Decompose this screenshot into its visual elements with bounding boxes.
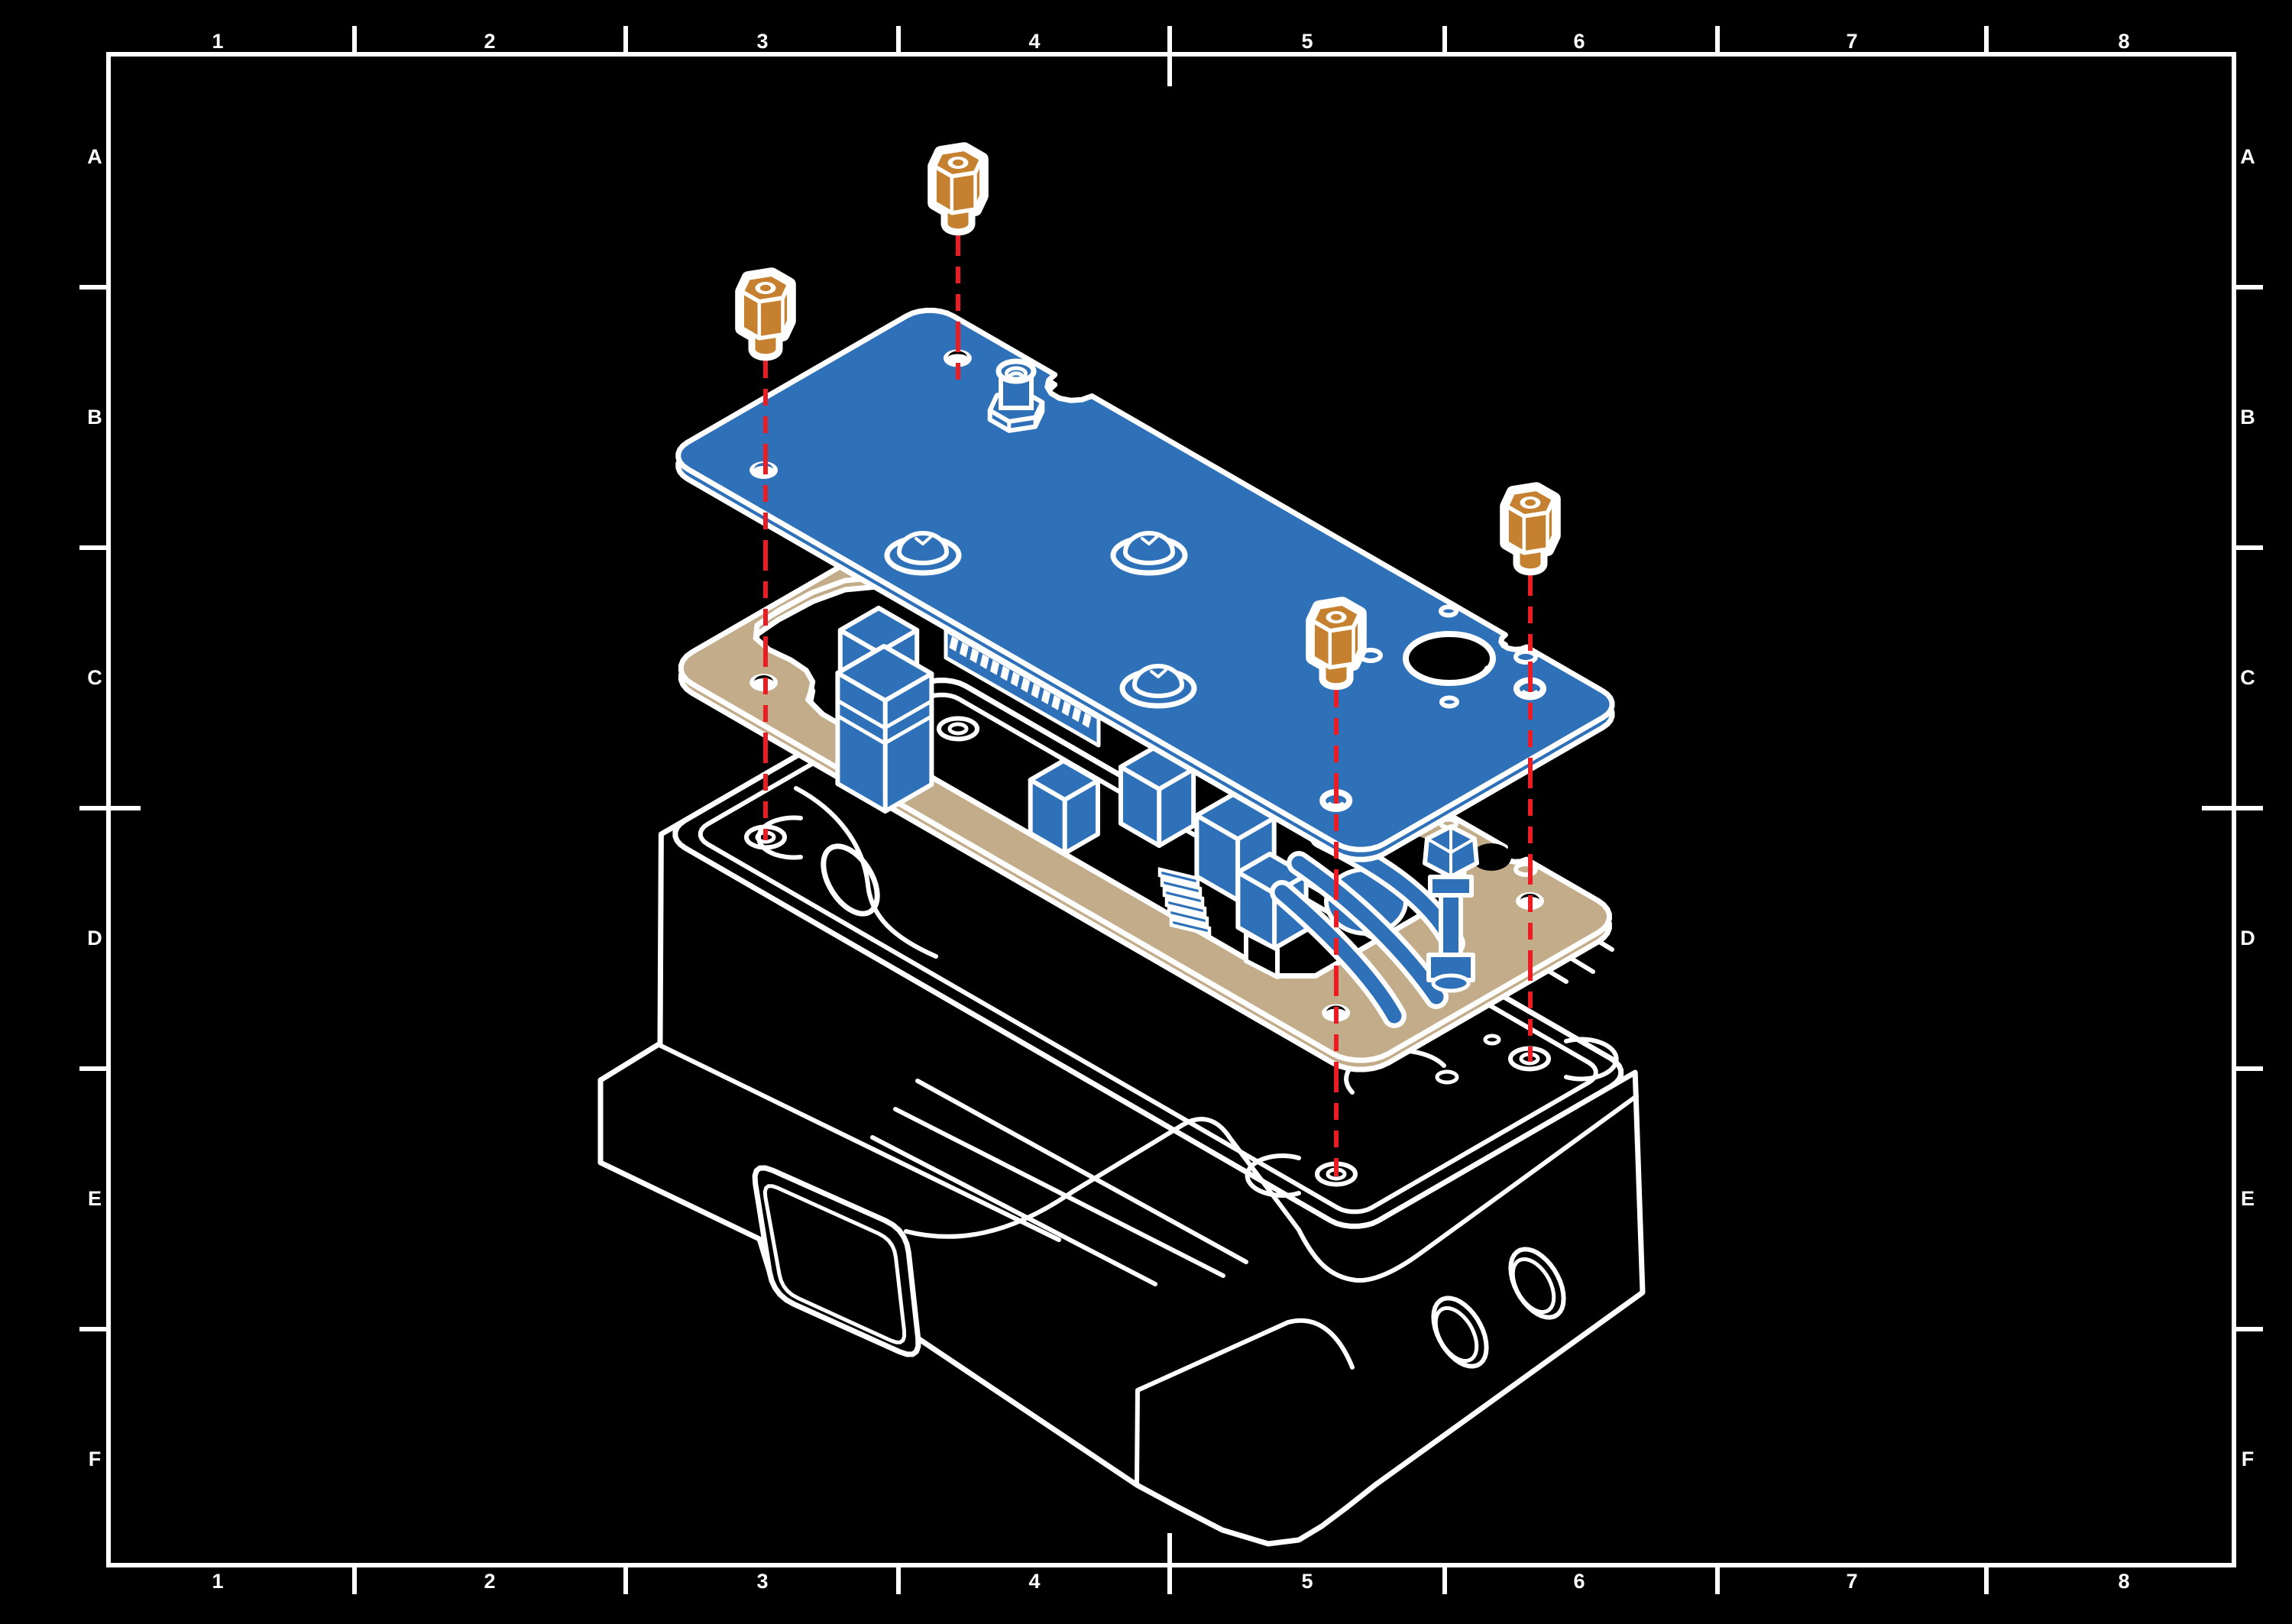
svg-text:6: 6 — [1573, 30, 1585, 53]
svg-text:D: D — [87, 927, 102, 949]
svg-text:1: 1 — [212, 30, 223, 53]
svg-text:A: A — [87, 145, 102, 168]
svg-text:A: A — [2240, 145, 2255, 168]
svg-text:2: 2 — [484, 30, 495, 53]
svg-text:B: B — [2240, 406, 2255, 429]
svg-text:B: B — [87, 406, 102, 429]
svg-text:2: 2 — [484, 1570, 495, 1593]
svg-text:3: 3 — [756, 1570, 768, 1593]
svg-text:3: 3 — [756, 30, 768, 53]
svg-text:5: 5 — [1301, 30, 1313, 53]
svg-text:E: E — [88, 1187, 102, 1210]
svg-text:6: 6 — [1573, 1570, 1585, 1593]
svg-text:4: 4 — [1028, 1570, 1040, 1593]
svg-text:4: 4 — [1028, 30, 1040, 53]
svg-text:D: D — [2240, 927, 2255, 949]
svg-text:5: 5 — [1301, 1570, 1313, 1593]
svg-text:C: C — [87, 666, 102, 689]
svg-text:8: 8 — [2118, 1570, 2129, 1593]
svg-text:E: E — [2241, 1187, 2255, 1210]
svg-text:8: 8 — [2118, 30, 2129, 53]
svg-text:7: 7 — [1846, 1570, 1857, 1593]
svg-text:F: F — [2242, 1448, 2255, 1470]
svg-text:F: F — [89, 1448, 102, 1470]
svg-text:1: 1 — [212, 1570, 223, 1593]
svg-text:C: C — [2240, 666, 2255, 689]
svg-text:7: 7 — [1846, 30, 1857, 53]
